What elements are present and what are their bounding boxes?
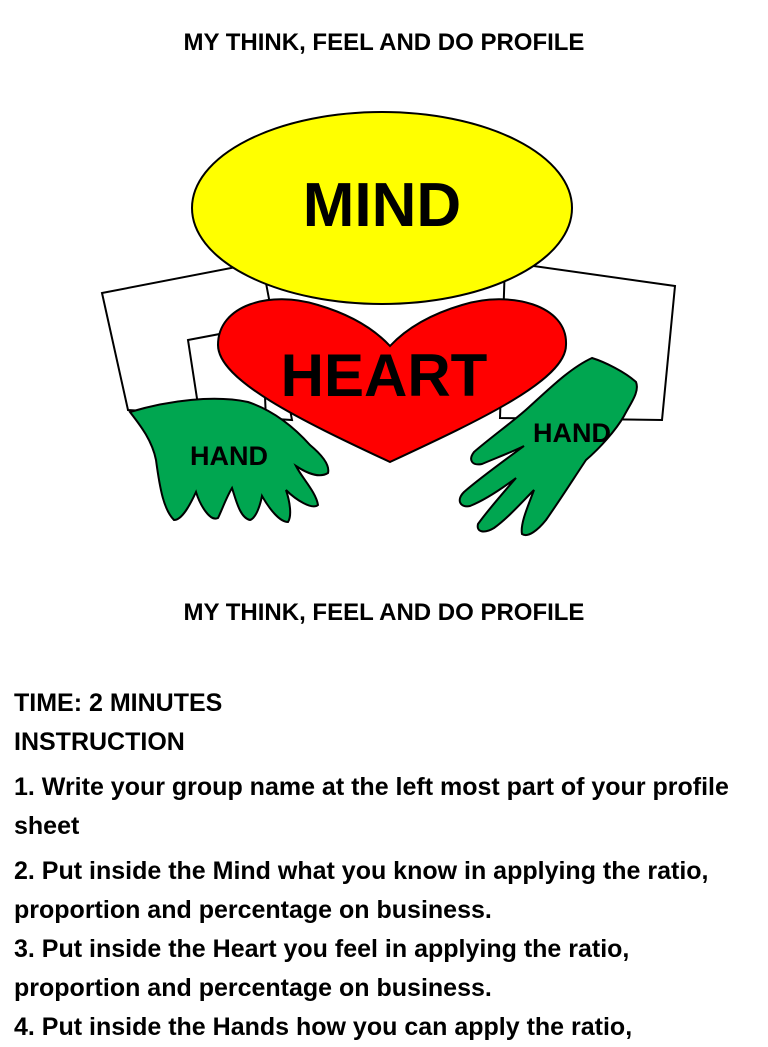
time-limit: TIME: 2 MINUTES <box>14 689 223 717</box>
right-hand-shape <box>458 356 638 536</box>
right-hand-label: HAND <box>533 418 611 448</box>
think-feel-do-diagram: MIND HEART HAND HAND <box>100 111 677 536</box>
instruction-step: 1. Write your group name at the left mos… <box>14 773 729 840</box>
section-title: MY THINK, FEEL AND DO PROFILE <box>183 599 585 626</box>
page-title: MY THINK, FEEL AND DO PROFILE <box>183 29 585 56</box>
instruction-heading: INSTRUCTION <box>14 728 185 756</box>
left-hand-label: HAND <box>190 441 268 471</box>
instruction-step: 2. Put inside the Mind what you know in … <box>14 857 709 924</box>
heart-label: HEART <box>281 342 488 409</box>
left-hand-shape <box>128 397 330 524</box>
instructions-block: TIME: 2 MINUTES INSTRUCTION 1. Write you… <box>14 684 754 1047</box>
heart-shape <box>216 298 568 464</box>
mind-ellipse <box>191 111 573 305</box>
instruction-step: 3. Put inside the Heart you feel in appl… <box>14 935 630 1002</box>
instruction-step: 4. Put inside the Hands how you can appl… <box>14 1013 633 1041</box>
mind-label: MIND <box>303 171 461 240</box>
